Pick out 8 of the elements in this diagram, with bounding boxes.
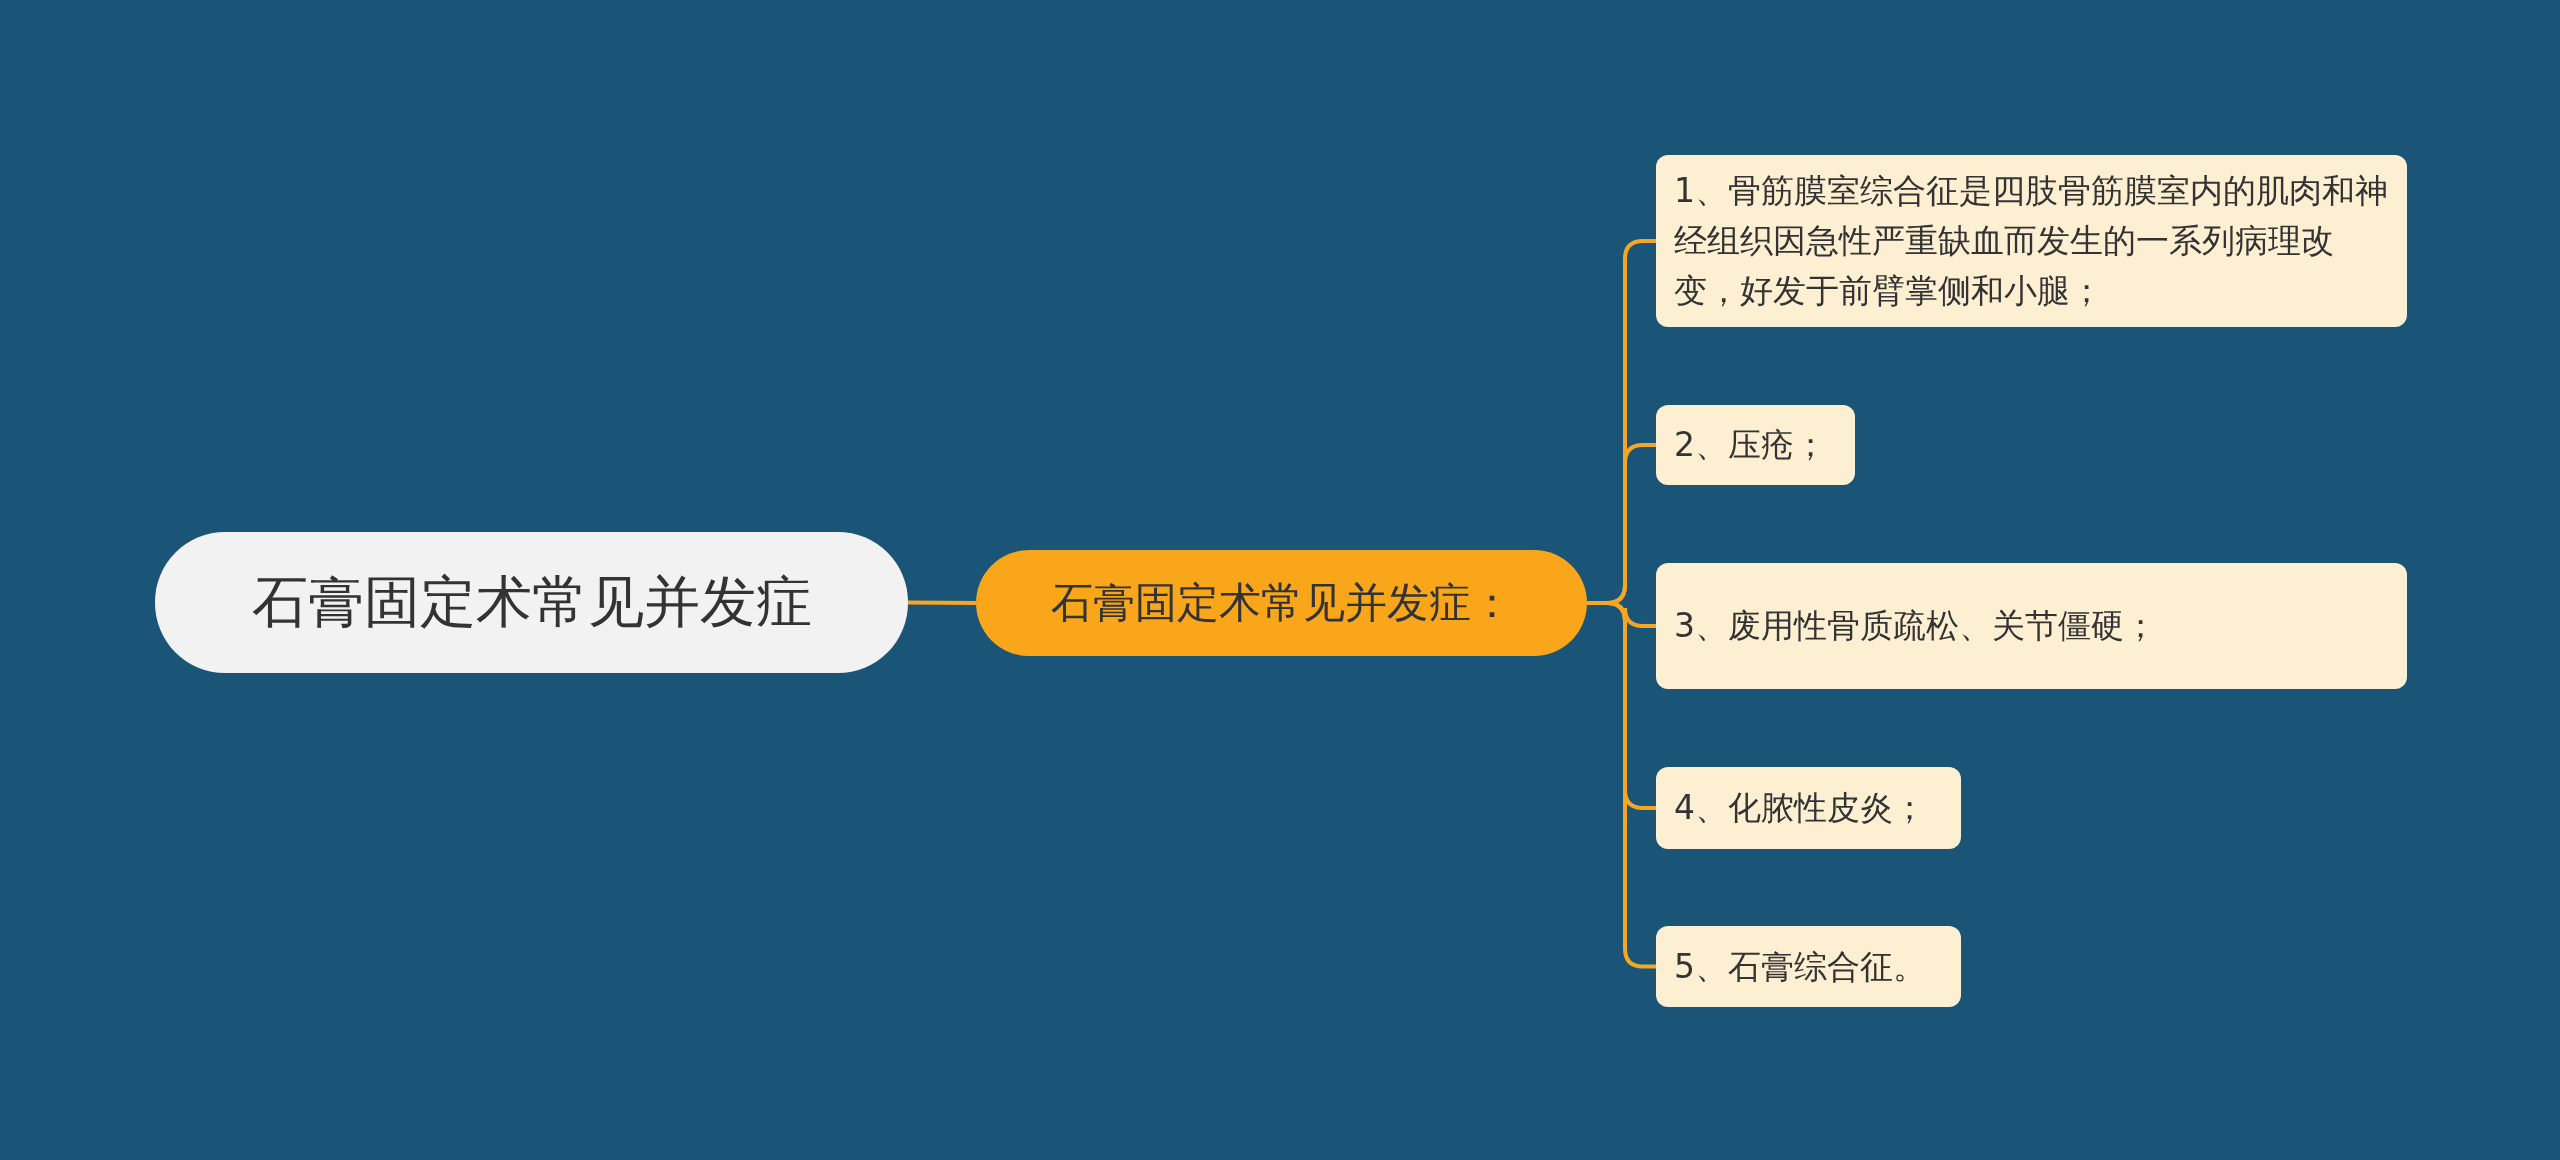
leaf-topic: 4、化脓性皮炎；	[1656, 767, 1961, 849]
branch-topic: 石膏固定术常见并发症：	[976, 550, 1587, 656]
leaf-topic: 1、骨筋膜室综合征是四肢骨筋膜室内的肌肉和神经组织因急性严重缺血而发生的一系列病理改变，好发于前臂掌侧和小腿；	[1656, 155, 2407, 327]
connector-line	[908, 600, 976, 605]
leaf-topic: 3、废用性骨质疏松、关节僵硬；	[1656, 563, 2407, 689]
leaf-topic: 2、压疮；	[1656, 405, 1855, 485]
root-topic: 石膏固定术常见并发症	[155, 532, 908, 673]
leaf-topic: 5、石膏综合征。	[1656, 926, 1961, 1007]
